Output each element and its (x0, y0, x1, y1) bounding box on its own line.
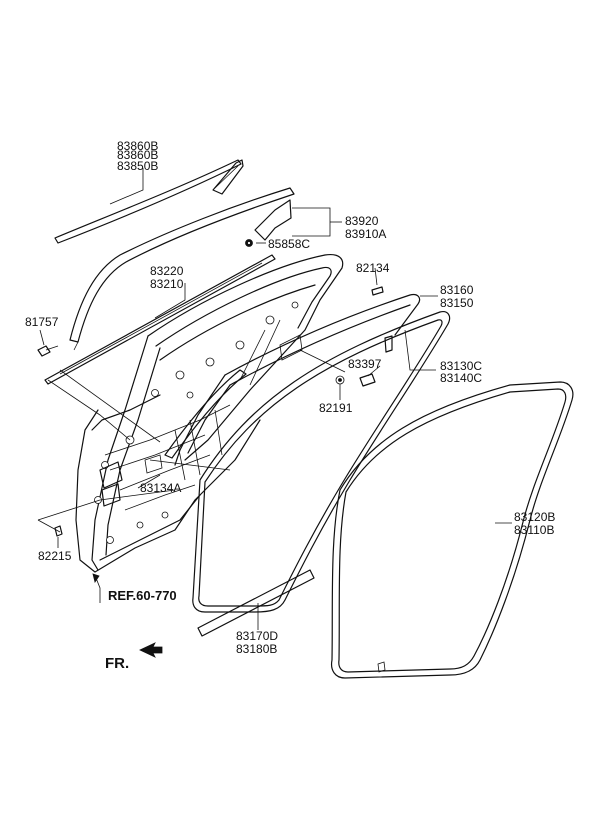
label-82215: 82215 (38, 549, 72, 563)
plug-82191 (335, 375, 345, 385)
label-85858c: 85858C (268, 237, 310, 251)
label-83110b: 83110B (514, 523, 554, 537)
label-83860b-b: 83860B (117, 148, 158, 162)
label-83860b-a: 83860B (117, 139, 158, 153)
label-83130c: 83130C (440, 359, 482, 373)
label-83220: 83220 (150, 264, 184, 278)
frame-molding-83910a (69, 187, 295, 351)
label-83140c: 83140C (440, 371, 482, 385)
label-83180b: 83180B (236, 642, 277, 656)
bolt-82215 (54, 525, 63, 537)
label-83850b: 83850B (117, 159, 158, 173)
label-83170d: 83170D (236, 629, 278, 643)
label-83210: 83210 (150, 277, 184, 291)
label-83397: 83397 (348, 357, 382, 371)
door-panel (75, 253, 344, 573)
glass-run-83150 (174, 293, 421, 466)
label-83160: 83160 (440, 283, 474, 297)
clip-82134 (371, 286, 384, 296)
body-weatherstrip-83110b (330, 381, 574, 679)
part-83397 (359, 335, 393, 387)
label-83150: 83150 (440, 296, 474, 310)
bolt-81757 (37, 345, 59, 357)
door-weatherstrip-83130c (192, 311, 451, 613)
label-fr: FR. (105, 655, 129, 672)
label-83134a: 83134A (140, 481, 181, 495)
label-83120b: 83120B (514, 510, 555, 524)
lower-strip-83170d (197, 569, 315, 637)
label-ref: REF.60-770 (108, 588, 177, 603)
front-direction-arrow-icon (139, 642, 163, 658)
part-labels: 83860B 83860B 83850B 83920 83910A 85858C… (25, 139, 555, 672)
label-83910a: 83910A (345, 227, 386, 241)
beltline-strip-83210 (44, 254, 276, 385)
label-81757: 81757 (25, 315, 59, 329)
label-83920: 83920 (345, 214, 379, 228)
clip-85858c (245, 239, 253, 247)
label-82191: 82191 (319, 401, 353, 415)
label-82134: 82134 (356, 261, 390, 275)
leader-lines (37, 168, 512, 630)
molding-strip-83850b (54, 159, 244, 244)
